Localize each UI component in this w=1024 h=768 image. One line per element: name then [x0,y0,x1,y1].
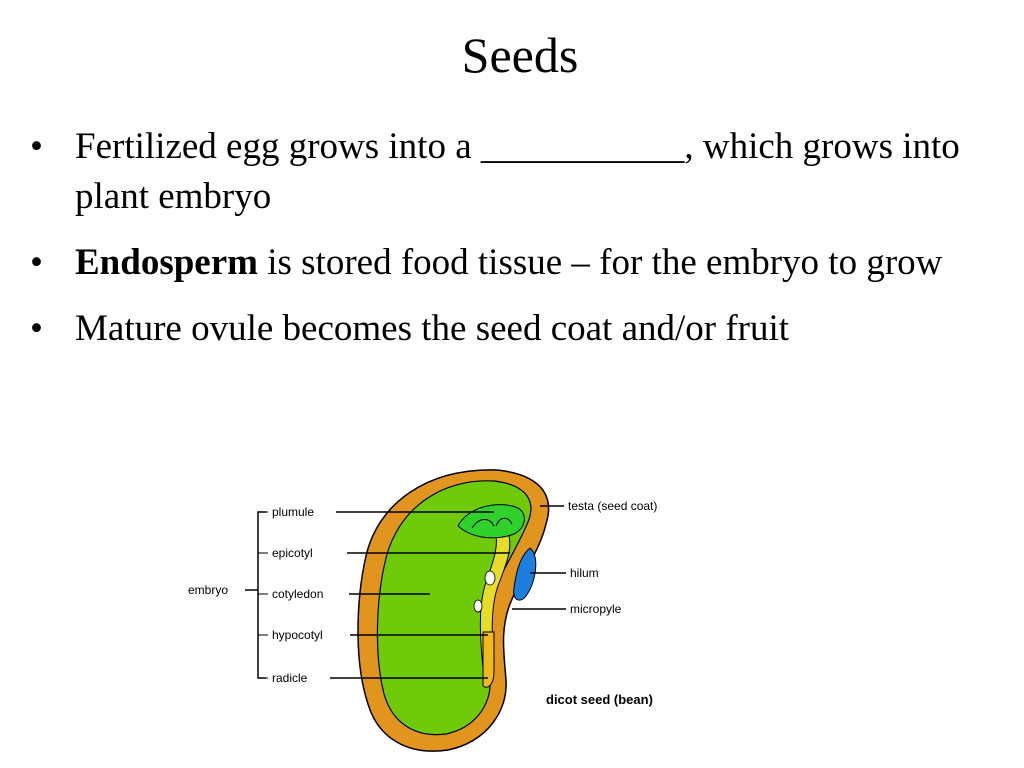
bullet-marker: • [30,242,43,283]
diagram-caption: dicot seed (bean) [546,692,653,707]
label-testa: testa (seed coat) [568,499,657,513]
bullet-list: • Fertilized egg grows into a __________… [30,122,990,370]
hilum-shape [513,547,537,601]
plumule-shape [457,504,525,539]
label-epicotyl: epicotyl [272,546,313,560]
label-cotyledon: cotyledon [272,587,323,601]
seed-gap [473,599,483,613]
bullet-item: • Fertilized egg grows into a __________… [30,122,990,222]
bullet-text: Fertilized egg grows into a ___________,… [75,126,960,217]
seed-gap [484,570,496,586]
cotyledon-shape [376,480,532,736]
embryo-bracket [257,511,266,679]
label-plumule: plumule [272,505,314,519]
bullet-marker: • [30,126,43,167]
bullet-marker: • [30,308,43,349]
bullet-text: is stored food tissue – for the embryo t… [257,242,943,283]
label-hilum: hilum [570,566,599,580]
embryo-label: embryo [188,583,228,597]
seed-diagram: embryo plumule epicotyl cotyledon hypoco… [188,469,657,752]
label-radicle: radicle [272,671,308,685]
label-micropyle: micropyle [570,602,622,616]
bullet-item: • Mature ovule becomes the seed coat and… [30,304,990,354]
bullet-text: Mature ovule becomes the seed coat and/o… [75,308,790,349]
bullet-bold-term: Endosperm [75,242,258,283]
radicle-shape [482,631,495,688]
plumule-leaf-lines [471,517,513,529]
label-hypocotyl: hypocotyl [272,628,323,642]
slide-title: Seeds [461,27,579,83]
bullet-item: • Endosperm is stored food tissue – for … [30,238,990,288]
